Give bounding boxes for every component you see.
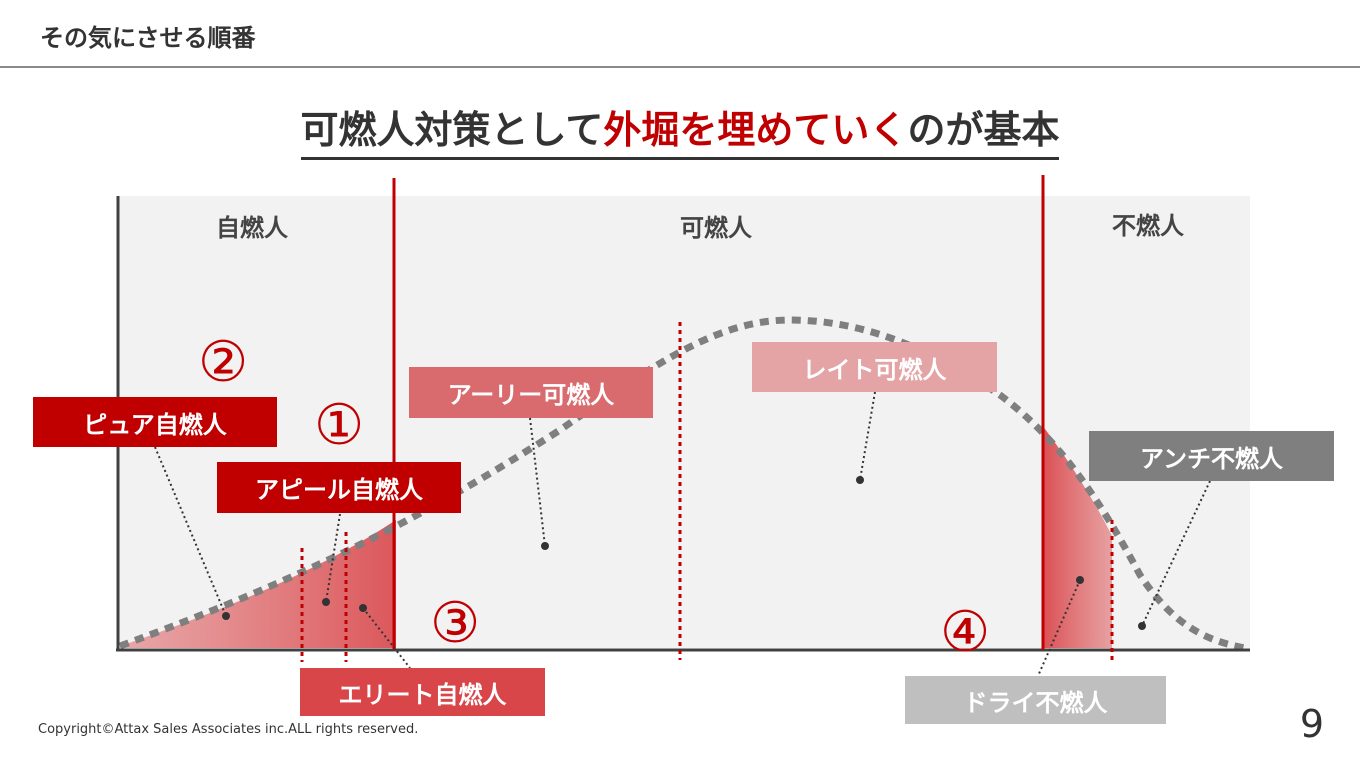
- dot-dry: [1076, 576, 1084, 584]
- zone-label-combustible: 可燃人: [680, 214, 752, 242]
- innovator-area: [120, 520, 396, 648]
- zone-label-self-combustion: 自燃人: [216, 214, 288, 242]
- leader-pure: [154, 446, 227, 617]
- step-number-3: ③: [430, 591, 481, 656]
- dot-appeal: [322, 598, 330, 606]
- step-number-4: ④: [940, 600, 991, 665]
- segment-elite: エリート自燃人: [300, 668, 545, 716]
- headline-text: 可燃人対策として外堀を埋めていくのが基本: [300, 104, 1060, 160]
- headline-part2: のが基本: [907, 108, 1060, 152]
- slide-title: その気にさせる順番: [40, 24, 256, 52]
- headline-part1: 可燃人対策として: [300, 108, 604, 152]
- dot-anti: [1138, 622, 1146, 630]
- leader-anti: [1141, 480, 1211, 627]
- step-number-1: ①: [314, 393, 365, 458]
- segment-appeal: アピール自燃人: [217, 462, 461, 513]
- dot-elite: [359, 604, 367, 612]
- leader-lines: [154, 391, 1211, 677]
- copyright-text: Copyright©Attax Sales Associates inc.ALL…: [38, 722, 419, 737]
- step-number-2: ②: [198, 330, 249, 395]
- slide-header: その気にさせる順番: [0, 0, 1360, 68]
- zone-label-non-combustible: 不燃人: [1112, 212, 1184, 240]
- segment-pure: ピュア自燃人: [33, 397, 277, 447]
- segment-anti: アンチ不燃人: [1089, 431, 1334, 481]
- segment-early: アーリー可燃人: [409, 367, 653, 418]
- leader-early: [529, 417, 546, 547]
- dot-early: [541, 542, 549, 550]
- laggard-area: [1042, 425, 1112, 648]
- segment-dry: ドライ不燃人: [905, 676, 1166, 724]
- page-number: 9: [1299, 702, 1324, 746]
- leader-dots: [222, 476, 1146, 630]
- headline-accent: 外堀を埋めていく: [603, 108, 908, 152]
- dot-pure: [222, 612, 230, 620]
- headline: 可燃人対策として外堀を埋めていくのが基本: [0, 104, 1360, 160]
- segment-late: レイト可燃人: [752, 342, 997, 392]
- dot-late: [856, 476, 864, 484]
- header-divider: [0, 66, 1360, 68]
